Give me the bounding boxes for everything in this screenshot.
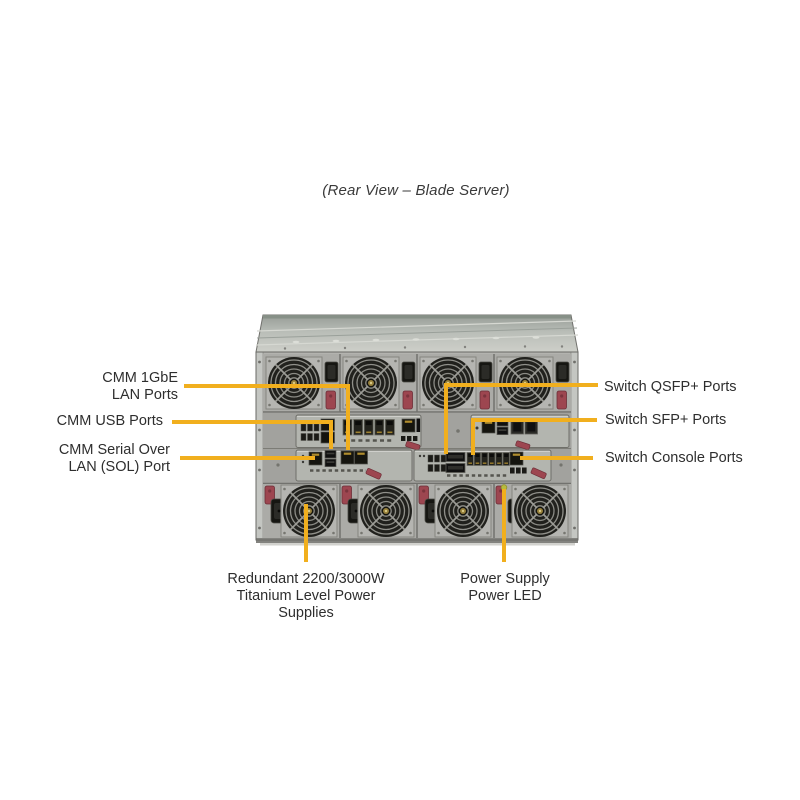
left-rail: [255, 351, 264, 541]
qsfp-port-1: [445, 452, 466, 462]
callout-line-cmm-lan: [184, 384, 350, 450]
cmm-lan-port-1: [340, 450, 355, 465]
cmm-module-b: [470, 414, 570, 451]
power-inlet-icon: [324, 361, 339, 383]
fan-icon: [280, 484, 338, 538]
callout-line-cmm-usb: [172, 420, 333, 449]
cmm-module-a: [295, 449, 413, 482]
callout-label-switch-qsfp: Switch QSFP+ Ports: [604, 379, 737, 395]
callout-label-cmm-usb: CMM USB Ports: [56, 413, 163, 429]
right-rail: [570, 351, 579, 541]
fan-icon: [434, 484, 492, 538]
callout-label-psu: Redundant 2200/3000W Titanium Level Powe…: [227, 571, 385, 621]
chassis-shadow: [260, 543, 575, 546]
callout-line-switch-sfp: [471, 418, 597, 455]
chassis-rear-panel: [255, 351, 579, 546]
psu-latch-icon: [402, 390, 413, 410]
callout-line-switch-qsfp: [444, 383, 598, 454]
psu-latch-icon: [556, 390, 567, 410]
switch-module-b: [413, 449, 552, 482]
power-inlet-icon: [478, 361, 493, 383]
chassis-lid: [255, 314, 579, 353]
fan-icon: [511, 484, 569, 538]
psu-latch-icon: [325, 390, 336, 410]
callout-label-cmm-sol: CMM Serial Over LAN (SOL) Port: [58, 442, 170, 475]
power-inlet-icon: [555, 361, 570, 383]
figure-caption: (Rear View – Blade Server): [322, 182, 510, 199]
mgmt-lan-port: [401, 418, 416, 433]
callout-label-cmm-lan: CMM 1GbE LAN Ports: [102, 370, 178, 403]
fan-icon: [342, 356, 400, 410]
fan-icon: [357, 484, 415, 538]
module-band: [263, 412, 571, 485]
cmm-lan-port-2: [354, 450, 368, 465]
psu-row-bottom: [263, 484, 571, 538]
power-inlet-icon: [401, 361, 416, 383]
callout-lines: [172, 383, 598, 562]
fan-icon: [265, 356, 323, 410]
callout-label-psu-led: Power Supply Power LED: [460, 571, 550, 604]
qsfp-port-2: [445, 463, 466, 473]
sfp-port-row: [342, 419, 395, 436]
callout-label-switch-console: Switch Console Ports: [605, 450, 743, 466]
callout-label-switch-sfp: Switch SFP+ Ports: [605, 412, 727, 428]
psu-latch-icon: [479, 390, 490, 410]
